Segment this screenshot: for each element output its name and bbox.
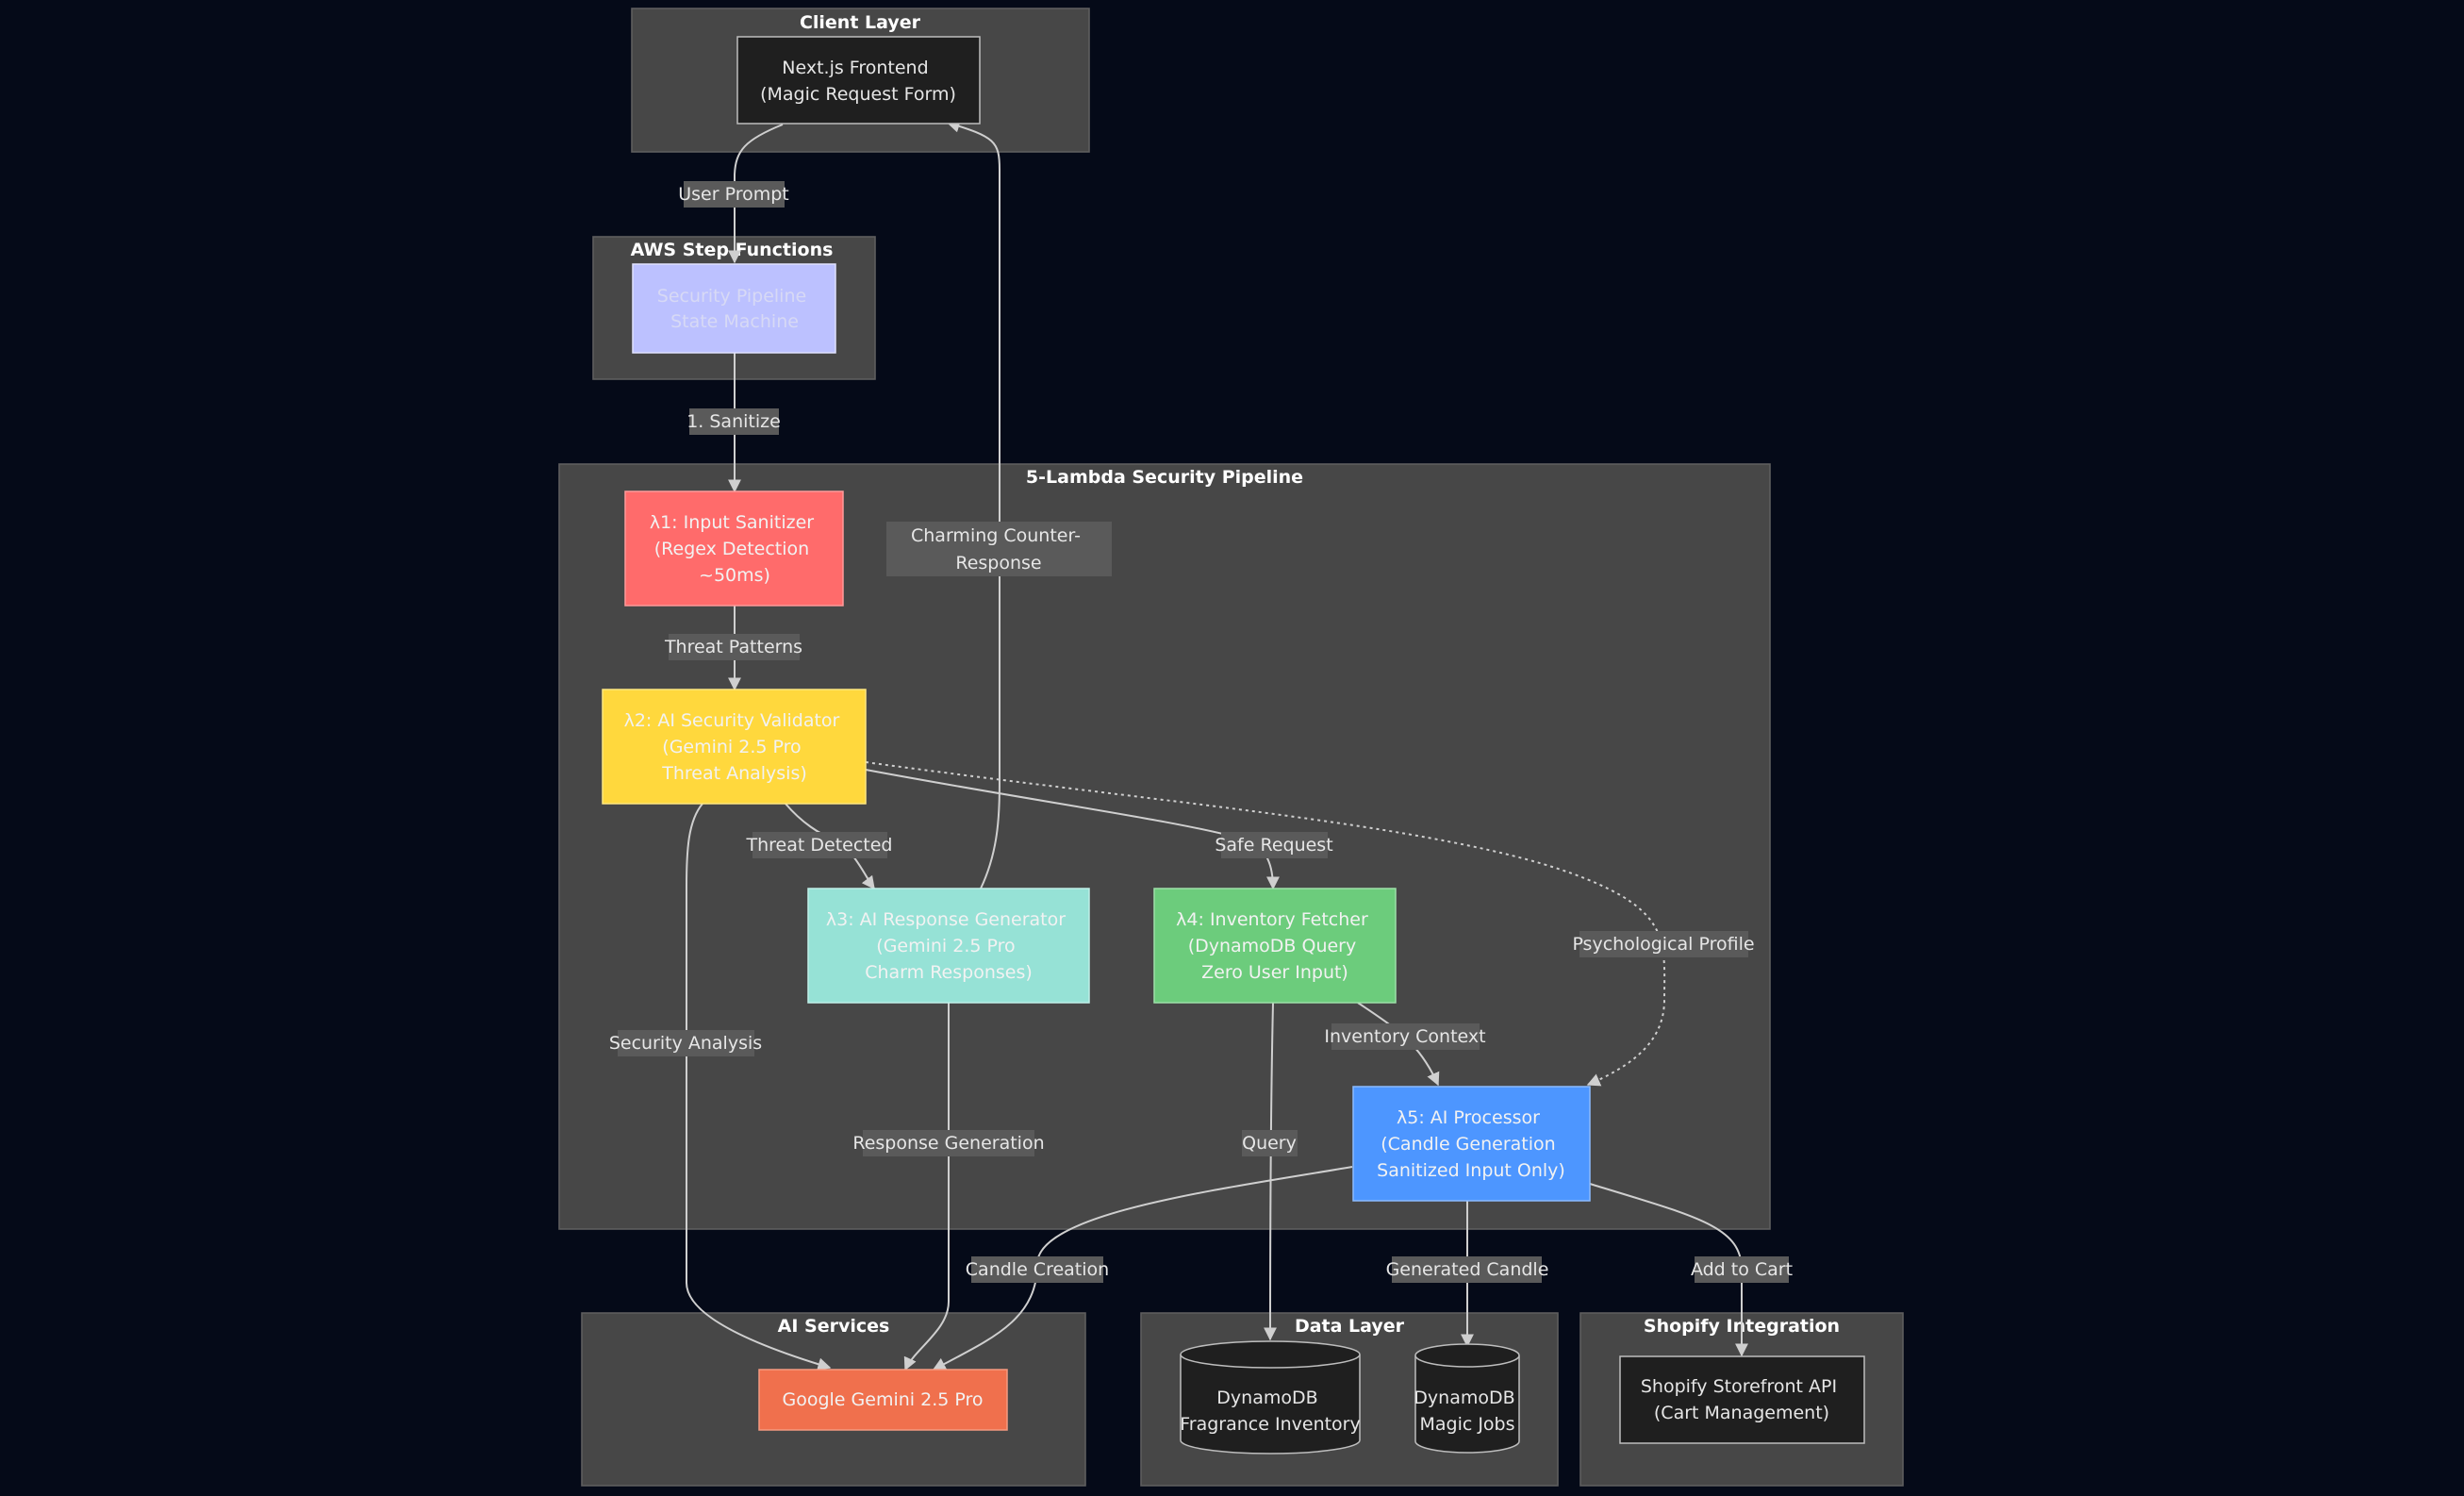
svg-text:Query: Query (1242, 1133, 1297, 1154)
node-shopify-storefront-api[interactable]: Shopify Storefront API (Cart Management) (1619, 1355, 1865, 1444)
node-lambda1-input-sanitizer[interactable]: λ1: Input Sanitizer (Regex Detection ~50… (624, 490, 844, 607)
svg-text:Charming Counter- Respon: Charming Counter- Response (911, 525, 1086, 573)
node-dynamodb-fragrance-inventory[interactable]: DynamoDB Fragrance Inventory (1180, 1340, 1361, 1454)
svg-text:Inventory Context: Inventory Context (1324, 1026, 1485, 1047)
edge-label-threat-patterns: Threat Patterns (664, 634, 802, 660)
edge-label-add-to-cart: Add to Cart (1691, 1256, 1793, 1283)
svg-text:Threat Patterns: Threat Patterns (664, 637, 802, 657)
svg-text:Generated Candle: Generated Candle (1386, 1259, 1549, 1280)
svg-text:DynamoDB Magic Jobs: DynamoDB Magic Jobs (1414, 1388, 1520, 1435)
node-google-gemini[interactable]: Google Gemini 2.5 Pro (758, 1369, 1008, 1431)
node-lambda5-ai-processor[interactable]: λ5: AI Processor (Candle Generation Sani… (1352, 1086, 1591, 1202)
svg-text:1. Sanitize: 1. Sanitize (686, 411, 781, 432)
node-state-machine[interactable]: Security Pipeline State Machine (632, 263, 836, 354)
svg-text:λ2: AI Security Validator: λ2: AI Security Validator (Gemini 2.5 Pr… (624, 710, 846, 784)
cluster-client-layer: Client Layer (631, 8, 1090, 153)
svg-text:Security Pipeline State: Security Pipeline State Machine (657, 286, 812, 332)
svg-text:Response Generation: Response Generation (852, 1133, 1044, 1154)
node-lambda2-ai-security-validator[interactable]: λ2: AI Security Validator (Gemini 2.5 Pr… (602, 689, 867, 805)
edge-lambda3-to-frontend (946, 119, 1000, 889)
edge-lambda4-to-fragrance-db (1264, 1002, 1278, 1341)
svg-text:λ1: Input Sanitizer (Reg: λ1: Input Sanitizer (Regex Detection ~50… (650, 512, 819, 586)
svg-text:Data Layer: Data Layer (1295, 1316, 1405, 1337)
edge-label-safe-request: Safe Request (1215, 832, 1333, 858)
svg-text:Security Analysis: Security Analysis (609, 1033, 762, 1054)
svg-text:Add to Cart: Add to Cart (1691, 1259, 1793, 1280)
node-lambda4-inventory-fetcher[interactable]: λ4: Inventory Fetcher (DynamoDB Query Ze… (1153, 888, 1397, 1004)
svg-text:Safe Request: Safe Request (1215, 835, 1332, 856)
node-dynamodb-magic-jobs[interactable]: DynamoDB Magic Jobs (1414, 1343, 1520, 1454)
svg-text:Next.js Frontend (Magic: Next.js Frontend (Magic Request Form) (760, 58, 956, 105)
node-frontend[interactable]: Next.js Frontend (Magic Request Form) (736, 36, 981, 125)
svg-text:DynamoDB Fragrance Inven: DynamoDB Fragrance Inventory (1180, 1388, 1360, 1435)
node-lambda3-ai-response-generator[interactable]: λ3: AI Response Generator (Gemini 2.5 Pr… (807, 888, 1090, 1004)
edge-label-inventory-context: Inventory Context (1324, 1023, 1486, 1050)
edge-lambda5-to-gemini (932, 1166, 1353, 1371)
edge-label-user-prompt: User Prompt (678, 181, 789, 208)
edge-label-psychological-profile: Psychological Profile (1572, 931, 1755, 957)
edge-label-response-generation: Response Generation (852, 1130, 1045, 1156)
edge-label-candle-creation: Candle Creation (966, 1256, 1109, 1283)
edge-label-charming-counter-response: Charming Counter- Response (886, 522, 1112, 576)
svg-text:AWS Step Functions: AWS Step Functions (631, 240, 834, 260)
svg-text:User Prompt: User Prompt (678, 184, 789, 205)
edge-lambda2-to-gemini (686, 803, 832, 1371)
svg-text:Candle Creation: Candle Creation (966, 1259, 1109, 1280)
edge-label-sanitize: 1. Sanitize (686, 408, 781, 435)
svg-text:Google Gemini 2.5 Pro: Google Gemini 2.5 Pro (783, 1389, 984, 1410)
svg-text:λ5: AI Processor (Candle: λ5: AI Processor (Candle Generation Sani… (1377, 1107, 1565, 1181)
edge-label-generated-candle: Generated Candle (1386, 1256, 1549, 1283)
svg-text:5-Lambda Security Pipeline: 5-Lambda Security Pipeline (1026, 467, 1303, 488)
svg-text:λ4: Inventory Fetcher (D: λ4: Inventory Fetcher (DynamoDB Query Ze… (1176, 909, 1374, 983)
edge-lambda3-to-gemini (903, 1003, 950, 1371)
svg-text:λ3: AI Response Generator: λ3: AI Response Generator (Gemini 2.5 Pr… (826, 909, 1071, 983)
svg-text:Shopify Storefront API (: Shopify Storefront API (Cart Management) (1641, 1376, 1843, 1423)
svg-text:AI Services: AI Services (778, 1316, 890, 1337)
edge-frontend-to-state-machine (728, 124, 784, 264)
svg-text:Threat Detected: Threat Detected (746, 835, 893, 856)
edge-label-threat-detected: Threat Detected (746, 832, 893, 858)
svg-text:Psychological Profile: Psychological Profile (1572, 934, 1754, 955)
edge-label-query: Query (1242, 1130, 1298, 1156)
svg-text:Client Layer: Client Layer (800, 12, 921, 33)
edge-label-security-analysis: Security Analysis (609, 1030, 762, 1056)
